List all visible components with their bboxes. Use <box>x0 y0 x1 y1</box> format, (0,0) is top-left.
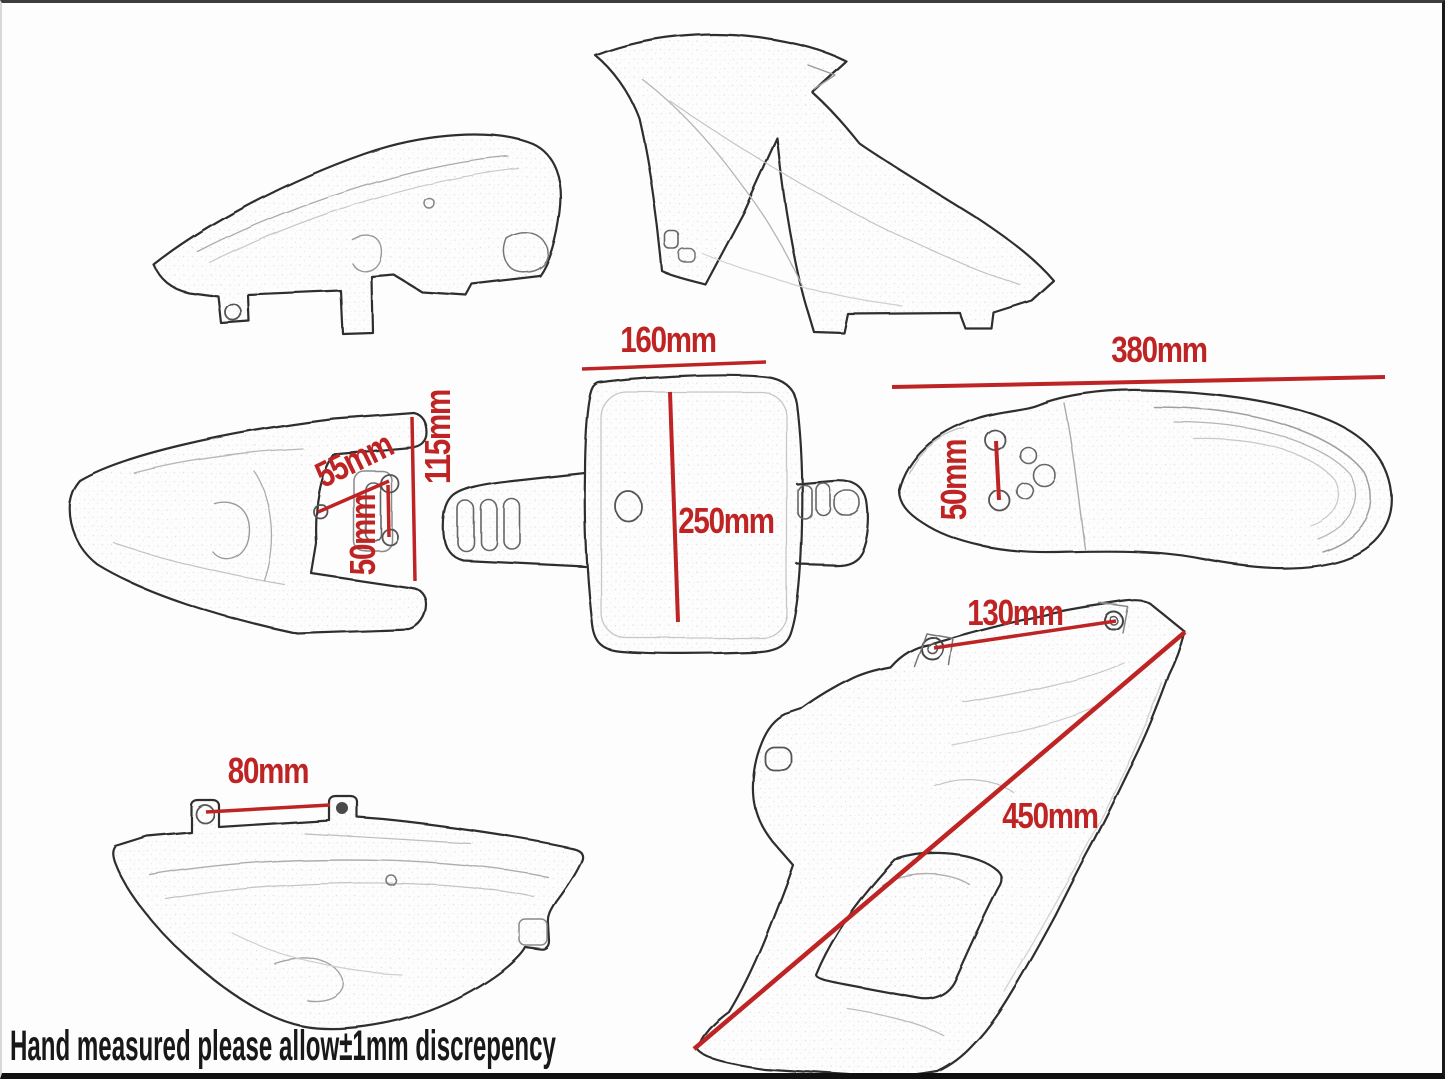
front-fender-hole-b <box>1032 463 1056 487</box>
caption-text: Hand measured please allow±1mm discrepen… <box>10 1022 556 1070</box>
parts-sketch <box>68 32 1394 1073</box>
part-side-cover-top-left <box>152 133 562 336</box>
side-panel-crease-2 <box>165 882 535 900</box>
shroud-right-clip-2 <box>678 248 696 263</box>
shroud-right-crease <box>641 78 803 286</box>
part-radiator-shroud-right <box>593 32 1056 335</box>
dimension-line-shroud-holes <box>933 619 1117 650</box>
right-wing-slot-3 <box>833 490 861 516</box>
dimension-label-number-plate-height: 250mm <box>678 500 775 541</box>
rear-fender-contour-2 <box>113 542 285 585</box>
dimension-label-front-fender-holes: 50mm <box>933 439 974 521</box>
dimension-line-number-plate-width <box>581 360 767 371</box>
side-cover-tab-hole <box>224 303 242 321</box>
left-wing-slot-1 <box>457 500 475 552</box>
number-plate-hole <box>614 490 642 522</box>
side-panel-notch <box>518 918 548 946</box>
part-front-number-plate <box>442 373 870 655</box>
shroud-right-crease-2 <box>669 100 1021 286</box>
number-plate-outline <box>583 373 804 655</box>
dimension-line-shroud-diagonal <box>692 630 1187 1051</box>
dimension-label-number-plate-width: 160mm <box>620 319 717 360</box>
side-panel-tab-mark <box>336 802 348 814</box>
front-fender-crease <box>1063 402 1086 550</box>
side-cover-detail <box>351 234 383 273</box>
dimension-line-rear-fender-diagonal <box>317 479 390 514</box>
dimension-label-shroud-holes: 130mm <box>967 592 1064 633</box>
side-cover-contour-line-2 <box>209 167 519 264</box>
dimension-line-rear-fender-vertical <box>386 484 391 538</box>
front-fender-arc-3 <box>1193 438 1340 527</box>
front-fender-outline <box>897 388 1394 570</box>
shroud-left-bracket-2 <box>1098 602 1129 634</box>
number-plate-inner-line <box>600 391 788 639</box>
side-panel-crease-1 <box>149 858 549 878</box>
dimension-line-number-plate-height <box>668 391 680 623</box>
dimension-lines <box>205 360 1386 1051</box>
rear-fender-mount-plate <box>353 470 393 552</box>
shroud-right-shading <box>701 252 903 307</box>
side-cover-dimple <box>423 197 435 209</box>
side-panel-tab-hole <box>195 804 215 824</box>
part-front-fender <box>897 388 1394 570</box>
right-wing-slot-2 <box>815 482 831 516</box>
number-plate-right-wing <box>795 479 870 567</box>
sketch-group <box>68 32 1394 1073</box>
front-fender-hole-a <box>1019 446 1037 464</box>
front-fender-arc-2 <box>1173 421 1357 540</box>
dimension-line-side-panel-tabs <box>205 803 331 814</box>
number-plate-left-wing <box>442 471 587 568</box>
shroud-left-edge-echo <box>1003 682 1163 992</box>
shroud-right-beak-line <box>807 64 836 90</box>
side-panel-dimple <box>385 874 397 886</box>
shroud-right-clip <box>664 230 680 250</box>
rear-fender-crease <box>253 470 272 581</box>
side-panel-shading <box>231 932 403 976</box>
side-panel-outline <box>111 794 584 1030</box>
right-wing-slot-1 <box>797 484 813 520</box>
dimension-line-rear-fender-mount-height <box>410 416 417 582</box>
rear-fender-mount-slot <box>365 482 382 542</box>
dimension-label-front-fender-length: 380mm <box>1111 329 1208 370</box>
dimension-label-rear-fender-mount-height: 115mm <box>417 390 458 484</box>
front-fender-tip-line <box>908 427 965 474</box>
dimension-label-shroud-diagonal: 450mm <box>1002 795 1099 836</box>
side-cover-contour-line <box>197 155 509 253</box>
shroud-left-shading-3 <box>933 778 1015 794</box>
left-wing-slot-2 <box>480 499 498 551</box>
front-fender-hole-c <box>1016 482 1034 500</box>
rear-fender-hole-left <box>312 503 328 519</box>
left-wing-slot-3 <box>503 498 521 550</box>
shroud-left-inner-fin <box>814 852 1003 1000</box>
part-side-panel-bottom-left <box>111 794 584 1030</box>
shroud-left-bracket-1 <box>913 632 954 667</box>
shroud-right-outline <box>593 32 1056 335</box>
shroud-left-arm-slot <box>764 746 792 771</box>
shroud-left-shading-1 <box>963 662 1125 704</box>
rear-fender-contour <box>133 448 304 474</box>
rear-fender-detail <box>212 501 250 560</box>
front-fender-arc-1 <box>1153 406 1373 553</box>
side-cover-outline <box>152 133 562 336</box>
dimension-label-side-panel-tabs: 80mm <box>227 750 310 791</box>
shroud-left-shading-2 <box>951 702 1105 746</box>
side-panel-top-line <box>303 832 471 844</box>
shroud-left-lip-line <box>847 1008 944 1036</box>
dimension-label-rear-fender-vertical: 50mm <box>342 494 383 576</box>
side-cover-recess <box>503 232 550 273</box>
dimension-line-front-fender-length <box>891 375 1386 389</box>
dimension-line-front-fender-holes <box>994 440 1001 501</box>
